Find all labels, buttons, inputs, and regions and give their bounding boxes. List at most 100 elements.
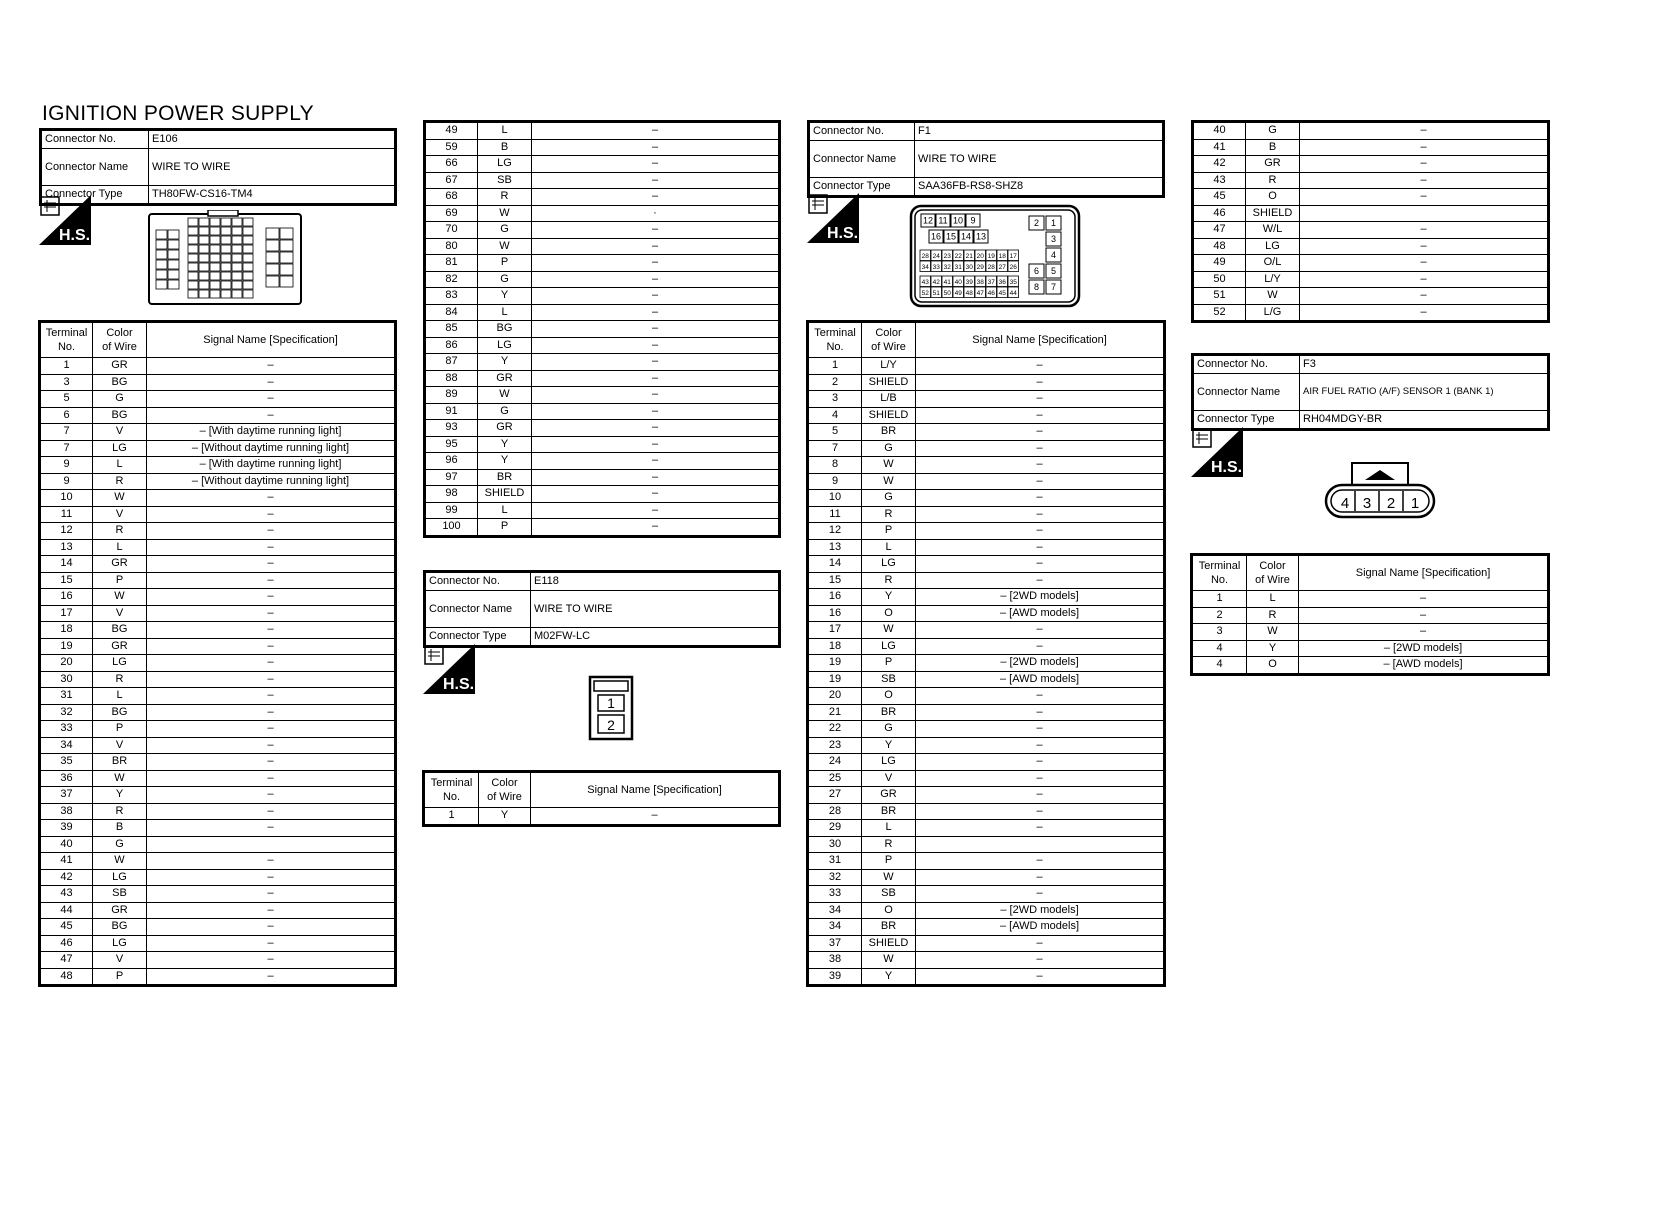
terminal-no-cell: 25 <box>807 769 862 787</box>
signal-name-cell: – <box>531 188 780 206</box>
terminal-no-cell: 46 <box>39 934 93 952</box>
wire-color-cell: BR <box>861 703 916 721</box>
terminal-no-cell: 11 <box>39 505 93 523</box>
connector-cavity <box>209 235 221 245</box>
signal-name-cell: – <box>915 489 1165 507</box>
signal-name-cell: – [AWD models] <box>915 604 1165 622</box>
connector-cavity <box>220 271 232 281</box>
wire-color-cell: R <box>92 802 147 820</box>
connector-name-value: WIRE TO WIRE <box>148 148 396 186</box>
connector-cavity <box>198 217 210 227</box>
wire-color-cell: LG <box>477 336 532 354</box>
wire-color-cell: W <box>1246 623 1299 641</box>
signal-name-cell: – <box>146 390 396 408</box>
pin-1: 1 <box>1411 495 1419 512</box>
pin-label: 43 <box>922 279 930 286</box>
connector-cavity <box>231 217 243 227</box>
wire-color-cell: P <box>861 522 916 540</box>
wire-color-cell: W <box>477 204 532 222</box>
connector-cavity <box>198 253 210 263</box>
pin-label: 48 <box>966 290 974 297</box>
connector-cavity <box>920 213 936 228</box>
wire-color-cell: B <box>92 819 147 837</box>
connector-cavity <box>209 271 221 281</box>
signal-name-cell: – <box>1299 188 1549 206</box>
terminal-no-cell: 18 <box>807 637 862 655</box>
terminal-no-cell: 43 <box>39 885 93 903</box>
connector-cavity <box>963 260 975 272</box>
terminal-no-cell: 12 <box>39 522 93 540</box>
wire-color-cell: R <box>861 835 916 853</box>
terminal-no-cell: 100 <box>424 518 478 537</box>
terminal-no-cell: 45 <box>39 918 93 936</box>
wire-color-cell: G <box>861 439 916 457</box>
wire-color-cell: R <box>92 522 147 540</box>
signal-name-cell: – <box>146 868 396 886</box>
connector-cavity <box>1007 249 1019 261</box>
connector-cavity <box>941 260 953 272</box>
terminal-no-cell: 42 <box>39 868 93 886</box>
wire-color-cell: Y <box>861 736 916 754</box>
wire-color-cell: BG <box>92 621 147 639</box>
signal-name-cell: – <box>915 819 1165 837</box>
connector-cavity <box>279 227 294 240</box>
pin-1: 1 <box>607 695 615 711</box>
pin-label: 11 <box>938 216 947 226</box>
pin-label: 42 <box>933 279 941 286</box>
signal-name-cell: – <box>146 753 396 771</box>
wire-color-cell: W <box>92 769 147 787</box>
wire-color-cell: Y <box>1246 639 1299 657</box>
connector-cavity <box>209 280 221 290</box>
pin-label: 13 <box>976 232 986 242</box>
terminal-no-cell: 4 <box>1191 656 1247 675</box>
signal-name-cell: – <box>915 406 1165 424</box>
connector-no-label: Connector No. <box>424 571 531 591</box>
signal-name-cell: – <box>146 588 396 606</box>
wire-color-cell: V <box>861 769 916 787</box>
connector-cavity <box>242 289 254 299</box>
connector-f3-section: Connector No. F3 Connector Name AIR FUEL… <box>1191 353 1550 431</box>
connector-cavity <box>231 271 243 281</box>
pin-label: 8 <box>1034 282 1039 292</box>
pin-label: 38 <box>977 279 985 286</box>
connector-cavity <box>941 286 953 298</box>
signal-name-cell: – <box>1298 606 1549 624</box>
signal-name-cell: – <box>146 670 396 688</box>
wire-color-cell: W <box>861 951 916 969</box>
connector-cavity <box>220 253 232 263</box>
pin-label: 50 <box>944 290 952 297</box>
connector-cavity <box>231 235 243 245</box>
wire-color-cell: L <box>861 819 916 837</box>
signal-name-cell: – <box>531 353 780 371</box>
terminal-no-cell: 10 <box>39 489 93 507</box>
pin-label: 24 <box>933 253 941 260</box>
wire-color-cell: BG <box>477 320 532 338</box>
terminal-no-cell: 22 <box>807 720 862 738</box>
signal-name-cell: – <box>915 456 1165 474</box>
signal-name-cell: – [AWD models] <box>1298 656 1549 675</box>
terminal-no-cell: 47 <box>39 951 93 969</box>
connector-name-value: WIRE TO WIRE <box>914 140 1164 178</box>
wire-color-cell: L <box>477 121 532 140</box>
